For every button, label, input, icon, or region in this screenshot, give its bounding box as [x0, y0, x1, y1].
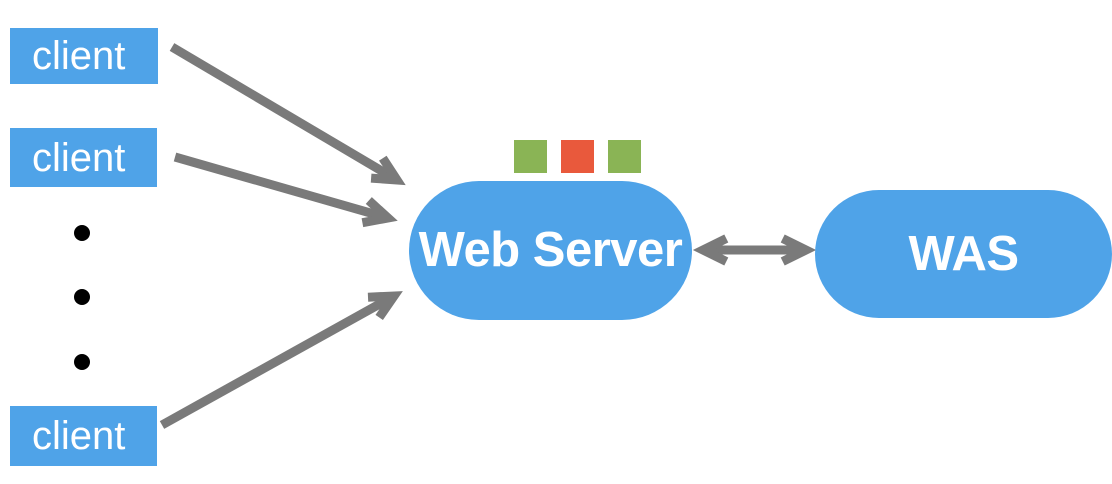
was-node[interactable]: [815, 190, 1112, 318]
web-server-node[interactable]: [409, 181, 692, 320]
arrow-client-2-to-web-server: [173, 152, 398, 228]
client-box-n[interactable]: [10, 406, 157, 466]
client-box-2[interactable]: [10, 128, 157, 187]
ellipsis-dot-2: [74, 289, 90, 305]
arrow-client-n-to-web-server: [159, 291, 403, 429]
client-box-1[interactable]: [10, 28, 158, 84]
arrow-web-server-to-was: [692, 234, 817, 266]
status-square-green-left: [514, 140, 547, 173]
ellipsis-dot-3: [74, 354, 90, 370]
arrow-client-1-to-web-server: [169, 43, 406, 186]
status-square-green-right: [608, 140, 641, 173]
ellipsis-dot-1: [74, 225, 90, 241]
status-square-red-middle: [561, 140, 594, 173]
